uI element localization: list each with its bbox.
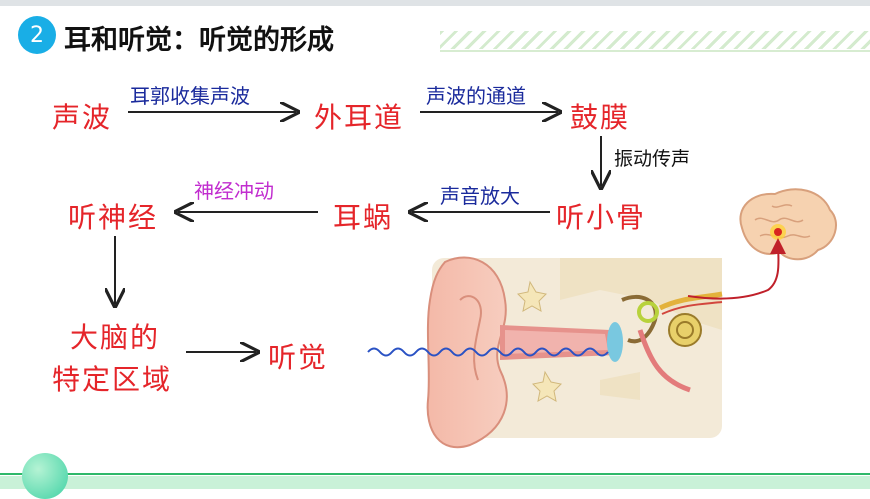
node-eardrum: 鼓膜	[570, 101, 631, 134]
page-title: 耳和听觉：听觉的形成	[64, 25, 334, 56]
node-cochlea: 耳蜗	[333, 201, 394, 234]
node-ossicles: 听小骨	[556, 201, 647, 234]
top-bar	[0, 0, 870, 6]
node-ear-canal: 外耳道	[314, 101, 405, 134]
footer-circle	[22, 453, 68, 499]
node-auditory-nerve: 听神经	[68, 201, 159, 234]
label-amplify: 声音放大	[440, 184, 520, 208]
nerve-to-brain-line	[687, 238, 787, 300]
title-bar	[12, 10, 436, 65]
label-vibrate-transmit: 振动传声	[614, 148, 691, 170]
ear-illustration	[426, 256, 723, 449]
label-auricle-collect: 耳郭收集声波	[130, 84, 250, 108]
decorative-stripes	[440, 31, 870, 49]
sound-wave-curve	[367, 347, 609, 357]
section-badge: 2	[18, 16, 56, 54]
label-sound-channel: 声波的通道	[426, 84, 526, 108]
node-brain-line1: 大脑的	[70, 321, 161, 354]
brain-illustration	[739, 188, 837, 261]
node-brain-line2: 特定区域	[52, 363, 173, 396]
decorative-line	[440, 50, 870, 52]
diagram-graphics	[0, 0, 837, 449]
node-sound-wave: 声波	[52, 101, 113, 134]
footer-band	[0, 476, 870, 489]
footer-line	[0, 473, 870, 475]
node-hearing: 听觉	[268, 341, 329, 374]
label-nerve-impulse: 神经冲动	[194, 179, 274, 203]
